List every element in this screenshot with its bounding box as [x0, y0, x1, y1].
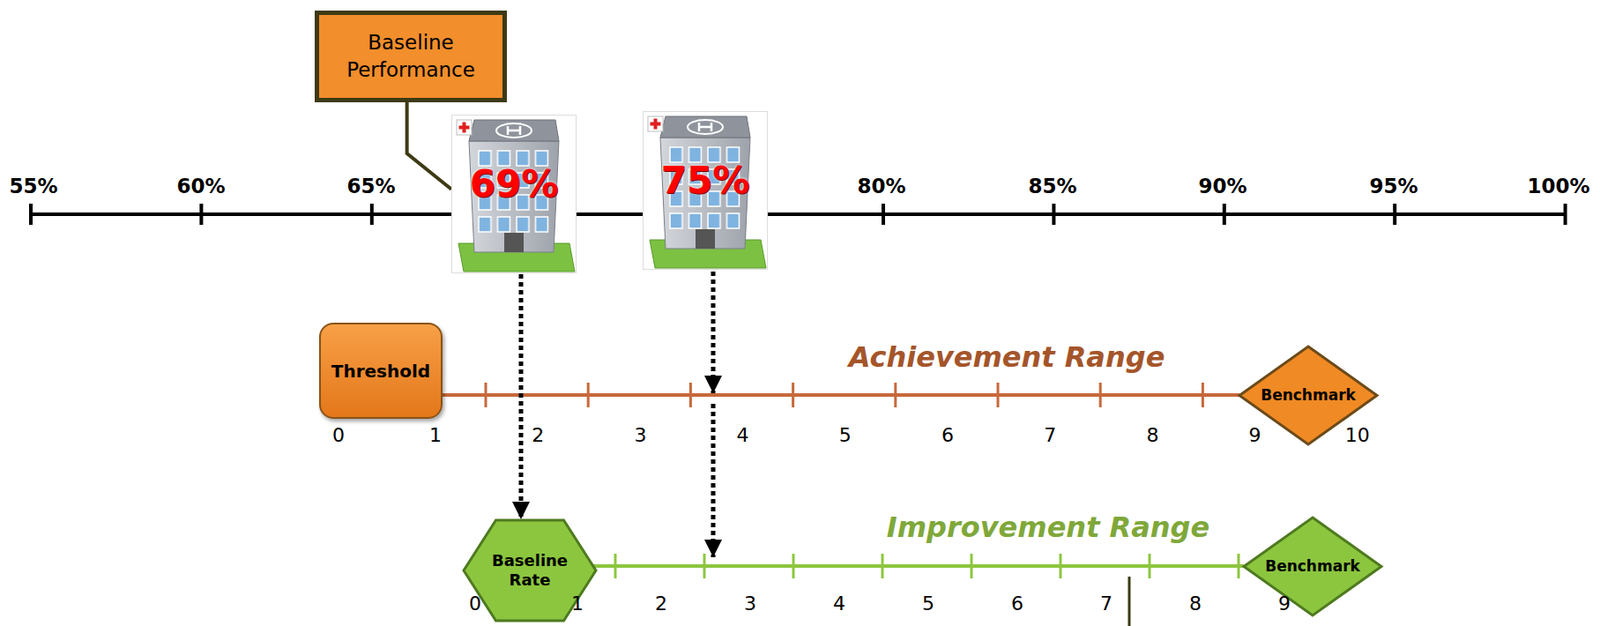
tick-mark	[1051, 203, 1056, 225]
node-text: Threshold	[331, 360, 431, 382]
tick-mark	[893, 382, 897, 408]
tick-mark	[970, 553, 974, 579]
axis-percent: 65%	[346, 174, 395, 198]
helipad-mark	[507, 126, 521, 135]
axis-percent: 90%	[1198, 174, 1247, 198]
tick-mark	[614, 553, 618, 579]
axis-percent: 80%	[856, 174, 906, 198]
tick-mark	[792, 553, 796, 579]
building-front	[468, 141, 559, 253]
scale-number: 8	[1189, 592, 1202, 615]
tick-mark	[881, 553, 885, 579]
scale-number: 9	[1249, 424, 1262, 447]
scale-number: 8	[1146, 424, 1159, 447]
scale-number: 9	[1278, 592, 1291, 615]
scale-number: 6	[941, 424, 954, 447]
node-text: Benchmark	[1265, 557, 1361, 575]
scale-number: 4	[736, 424, 750, 447]
building-front	[660, 137, 751, 249]
tick-mark	[791, 382, 795, 408]
scale-number: 1	[429, 424, 442, 447]
scale-number: 0	[332, 424, 345, 447]
icon-ground	[643, 111, 768, 270]
axis-percent: 60%	[176, 174, 225, 198]
percent-value: 69%	[469, 163, 559, 205]
axis-percent: 100%	[1526, 174, 1590, 198]
dotted-arrow	[519, 274, 524, 520]
percent-axis	[30, 212, 1566, 216]
tick-mark	[199, 203, 203, 225]
scale-number: 3	[633, 424, 647, 447]
helipad	[496, 123, 532, 138]
range-title: Achievement Range	[848, 341, 1166, 374]
achievement-line	[440, 393, 1240, 397]
icon-ground	[452, 115, 577, 274]
scale-number: 0	[468, 592, 482, 615]
tick-mark	[29, 203, 33, 225]
baseline-hexagon-shape	[463, 520, 596, 621]
tick-mark	[997, 382, 1000, 408]
tick-mark	[370, 203, 374, 225]
threshold-box: Threshold	[319, 322, 443, 419]
scale-number: 7	[1100, 592, 1113, 615]
tick-mark	[1392, 203, 1397, 225]
scale-number: 5	[839, 424, 852, 447]
dotted-arrow	[711, 271, 716, 394]
tick-mark	[881, 203, 886, 225]
tick-mark	[587, 382, 590, 408]
callout-box: Baseline Performance	[314, 10, 507, 103]
door	[504, 232, 524, 253]
cross-sign	[456, 119, 472, 135]
cross-sign	[647, 116, 663, 132]
tick-mark	[484, 382, 488, 408]
leader-line	[407, 102, 452, 190]
roof	[468, 119, 559, 142]
tick-mark	[1059, 553, 1063, 579]
helipad-mark	[699, 122, 712, 132]
dotted-arrow	[711, 403, 716, 558]
leader-line	[1128, 576, 1132, 626]
scale-number: 4	[833, 592, 846, 615]
axis-percent: 85%	[1027, 174, 1077, 198]
roof	[660, 116, 751, 138]
hospital-icon: 75%	[642, 111, 768, 270]
tick-mark	[703, 553, 707, 579]
red-cross	[459, 126, 470, 130]
tick-mark	[1222, 203, 1227, 225]
scale-number: 1	[571, 592, 584, 615]
node-text: Baseline Rate	[481, 550, 579, 591]
node-text: Baseline Performance	[324, 29, 498, 84]
scale-number: 3	[744, 592, 757, 615]
scale-number: 5	[922, 592, 935, 615]
axis-percent: 55%	[8, 174, 58, 198]
scale-number: 2	[654, 592, 668, 615]
scale-number: 10	[1345, 424, 1370, 447]
helipad	[687, 119, 723, 134]
tick-mark	[689, 382, 693, 408]
scale-number: 6	[1011, 592, 1024, 615]
range-title: Improvement Range	[886, 511, 1210, 544]
tick-mark	[1201, 382, 1205, 408]
tick-mark	[1563, 203, 1568, 225]
hospital-icon: 69%	[451, 114, 577, 274]
improvement-line	[581, 564, 1244, 568]
benchmark-diamond: Benchmark	[1242, 515, 1384, 618]
benchmark-diamond-shape	[1243, 517, 1382, 616]
scale-number: 2	[531, 424, 544, 447]
scale-number: 7	[1043, 424, 1057, 447]
red-cross	[650, 122, 662, 127]
tick-mark	[1237, 553, 1241, 579]
node-text: Benchmark	[1260, 386, 1356, 404]
axis-percent: 95%	[1369, 174, 1418, 198]
percent-value: 75%	[661, 160, 751, 201]
tick-mark	[1148, 553, 1152, 579]
door	[695, 229, 715, 249]
tick-mark	[1099, 382, 1102, 408]
